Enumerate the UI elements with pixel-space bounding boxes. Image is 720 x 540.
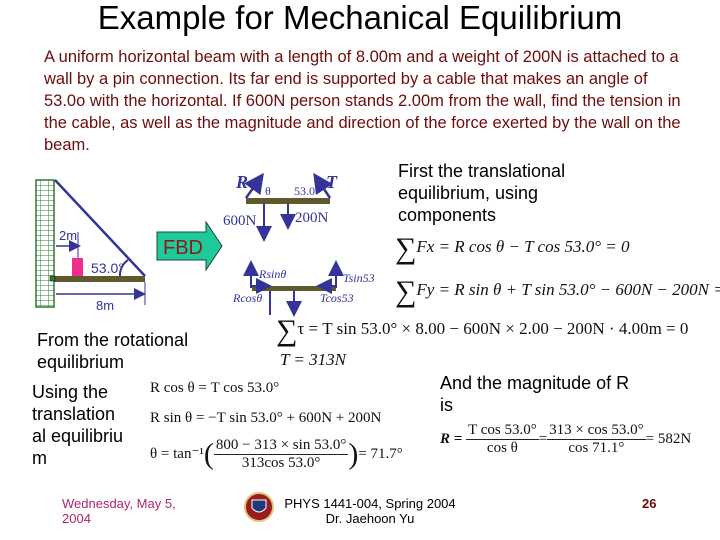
equation-rcos: R cos θ = T cos 53.0° [150, 380, 280, 396]
angle-fbd-label: 53.0° [294, 184, 320, 198]
angle-label: 53.0° [91, 260, 124, 276]
t-label: T [326, 172, 338, 192]
theta-numerator: 800 − 313 × sin 53.0° [213, 437, 349, 455]
theta-label: θ [265, 184, 271, 198]
translational-heading: First the translational equilibrium, usi… [398, 161, 566, 225]
r-den2: cos 71.1° [568, 440, 625, 456]
length-label: 8m [96, 298, 114, 313]
r-lhs: R = [440, 430, 463, 447]
fbd-beam-top [246, 198, 330, 204]
problem-statement: A uniform horizontal beam with a length … [44, 48, 681, 154]
theta-denominator: 313cos 53.0° [241, 455, 321, 471]
angle-arc [118, 259, 129, 277]
r-num1: T cos 53.0° [466, 422, 539, 440]
using-heading: Using the translation al equilibriu m [32, 382, 124, 468]
person-force-label: 600N [223, 213, 257, 229]
equation-torque: ∑τ = T sin 53.0° × 8.00 − 600N × 2.00 − … [276, 314, 689, 347]
course-name: PHYS 1441-004, Spring 2004 [284, 496, 456, 511]
fbd-label: FBD [163, 237, 203, 259]
tsin-label: Tsin53 [343, 271, 375, 285]
instructor-name: Dr. Jaehoon Yu [325, 511, 415, 526]
fbd-beam-components [252, 286, 336, 291]
equation-rsin: R sin θ = −T sin 53.0° + 600N + 200N [150, 410, 382, 426]
equation-fx-text: Fx = R cos θ − T cos 53.0° = 0 [416, 237, 630, 256]
r-den1: cos θ [486, 440, 518, 456]
magnitude-heading: And the magnitude of R is [440, 373, 630, 415]
r-label: R [235, 172, 248, 192]
pin [49, 275, 56, 282]
wall [35, 179, 55, 308]
cable [54, 179, 146, 277]
equation-fy: ∑Fy = R sin θ + T sin 53.0° − 600N − 200… [395, 275, 720, 309]
equation-r-magnitude: R = T cos 53.0°cos θ=313 × cos 53.0°cos … [440, 422, 692, 456]
equation-torque-text: τ = T sin 53.0° × 8.00 − 600N × 2.00 − 2… [297, 319, 689, 338]
rotational-heading: From the rotational equilibrium [37, 330, 189, 372]
theta-result: = 71.7° [358, 445, 403, 462]
equation-theta: θ = tan⁻¹(800 − 313 × sin 53.0°313cos 53… [150, 437, 403, 471]
slide-title: Example for Mechanical Equilibrium [97, 0, 623, 36]
r-result: = 582N [645, 430, 692, 447]
equation-fx: ∑Fx = R cos θ − T cos 53.0° = 0 [395, 232, 630, 265]
person-block [72, 258, 83, 276]
tension-result: T = 313N [280, 350, 346, 369]
rcos-label: Rcosθ [232, 291, 262, 305]
tcos-label: Tcos53 [320, 291, 354, 305]
seal-shield [251, 499, 267, 513]
beam [54, 276, 145, 282]
footer-date: Wednesday, May 5, 2004 [62, 496, 176, 526]
beam-weight-label: 200N [295, 210, 329, 226]
footer-course: PHYS 1441-004, Spring 2004 Dr. Jaehoon Y… [280, 496, 460, 526]
r-num2: 313 × cos 53.0° [547, 422, 646, 440]
rsin-label: Rsinθ [258, 267, 286, 281]
equation-fy-text: Fy = R sin θ + T sin 53.0° − 600N − 200N… [416, 280, 720, 299]
theta-lhs: θ = tan⁻¹ [150, 445, 204, 462]
fbd-arrow [156, 220, 223, 272]
distance-label: 2m [59, 228, 77, 243]
page-number: 26 [642, 496, 657, 511]
